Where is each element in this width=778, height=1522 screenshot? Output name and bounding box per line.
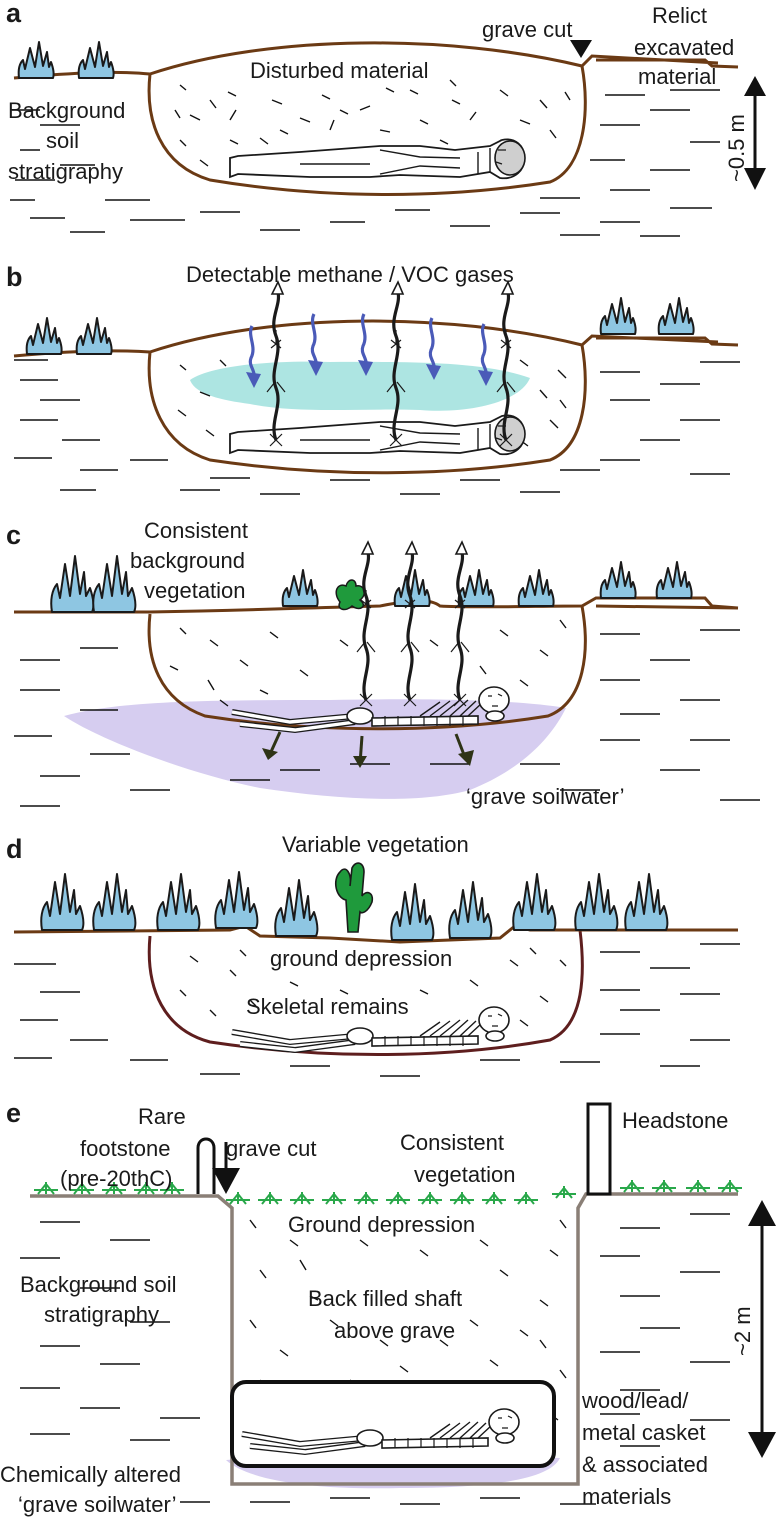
panel-a-background-line2: soil: [46, 128, 79, 153]
vegetation-tuft: [274, 879, 319, 937]
panel-a-background-strata: [10, 89, 720, 237]
panel-e-grass: [34, 1180, 742, 1205]
vegetation-tuft: [50, 555, 95, 613]
vegetation-tuft: [92, 873, 137, 931]
panel-c-label: c: [6, 520, 21, 550]
panel-a-disturbed-label: Disturbed material: [250, 58, 429, 83]
panel-b-grave-outline: [147, 344, 587, 475]
panel-a-relict-line1: Relict: [652, 3, 707, 28]
panel-c-leach-arrows: [262, 731, 474, 768]
panel-c-veg-line1: Consistent: [144, 518, 248, 543]
panel-a-background-line1: Background: [8, 98, 125, 123]
panel-a-grave-cut-label: grave cut: [482, 17, 573, 42]
vegetation-tuft: [624, 873, 669, 931]
vegetation-tuft: [512, 873, 557, 931]
panel-e-label: e: [6, 1098, 21, 1128]
panel-a-label: a: [6, 0, 22, 28]
panel-c-disturbed-dashes: [169, 619, 567, 707]
panel-c-gas-arrows: [355, 540, 471, 708]
panel-d-depression-label: ground depression: [270, 946, 452, 971]
panel-e-background-line2: stratigraphy: [44, 1302, 159, 1327]
panel-e-chem-line1: Chemically altered: [0, 1462, 181, 1487]
vegetation-tuft: [156, 873, 201, 931]
panel-d-plant: [334, 862, 374, 933]
panel-e-casket-line3: & associated: [582, 1452, 708, 1477]
panel-a-grave-cut-marker: [570, 40, 592, 58]
panel-b-vegetation: [25, 297, 695, 355]
panel-b-gases-label: Detectable methane / VOC gases: [186, 262, 514, 287]
vegetation-tuft: [657, 297, 695, 335]
vegetation-tuft: [599, 561, 637, 599]
panel-d: d Variable vegetation ground depression …: [6, 832, 740, 1077]
panel-e-consistent-line1: Consistent: [400, 1130, 504, 1155]
panel-e-background-strata: [20, 1213, 730, 1505]
gas-arrow: [355, 540, 377, 708]
panel-e-rare-line2: footstone: [80, 1136, 171, 1161]
panel-e: e ~2 m Ra: [0, 1098, 776, 1517]
panel-d-disturbed-dashes: [179, 947, 567, 1027]
panel-a-background-line3: stratigraphy: [8, 159, 123, 184]
panel-c-veg-line2: background: [130, 548, 245, 573]
panel-a-relict-line2: excavated: [634, 35, 734, 60]
panel-a-depth-arrow: [744, 76, 766, 190]
panel-e-grave-cut-label: grave cut: [226, 1136, 317, 1161]
leach-arrow: [268, 731, 282, 755]
panel-c: c: [6, 518, 760, 809]
vegetation-tuft: [17, 41, 55, 79]
panel-d-background-strata: [14, 943, 740, 1077]
panel-a-grave-outline: [147, 65, 587, 196]
panel-e-depth-label: ~2 m: [730, 1306, 755, 1356]
gas-arrow: [449, 540, 471, 708]
panel-c-grave-outline: [147, 605, 587, 731]
vegetation-tuft: [40, 873, 85, 931]
panel-e-ground-depression-label: Ground depression: [288, 1212, 475, 1237]
panel-c-soilwater-label: ‘grave soilwater’: [466, 784, 625, 809]
panel-b-gas-plume: [190, 361, 530, 411]
panel-e-rare-line1: Rare: [138, 1104, 186, 1129]
panel-a-depth-label: ~0.5 m: [724, 114, 749, 182]
panel-a: a grave cut Relict excavated material Di…: [6, 0, 766, 237]
panel-e-chem-line2: ‘grave soilwater’: [18, 1492, 177, 1517]
vegetation-tuft: [92, 555, 137, 613]
vegetation-tuft: [75, 317, 113, 355]
panel-e-headstone-label: Headstone: [622, 1108, 728, 1133]
panel-b: b Detectable me: [6, 262, 740, 495]
panel-e-casket-line4: materials: [582, 1484, 671, 1509]
panel-c-veg-line3: vegetation: [144, 578, 246, 603]
panel-e-grave-cut-arrow: [212, 1142, 240, 1194]
panel-c-background-strata: [14, 629, 760, 807]
panel-b-label: b: [6, 262, 23, 292]
panel-d-variable-label: Variable vegetation: [282, 832, 469, 857]
vegetation-tuft: [77, 41, 115, 79]
panel-d-label: d: [6, 834, 23, 864]
panel-e-casket-line1: wood/lead/: [581, 1388, 689, 1413]
panel-e-shaft-outline: [30, 1192, 738, 1486]
vegetation-tuft: [574, 873, 619, 931]
panel-b-background-strata: [14, 359, 740, 495]
panel-e-depth-arrow: [748, 1200, 776, 1458]
panel-a-relict-line3: material: [638, 64, 716, 89]
gas-arrow: [399, 540, 421, 708]
vegetation-tuft: [599, 297, 637, 335]
panel-e-rare-line3: (pre-20thC): [60, 1166, 172, 1191]
vegetation-tuft: [655, 561, 693, 599]
panel-a-body: [229, 138, 526, 180]
vegetation-tuft: [214, 871, 259, 929]
panel-c-plant: [335, 579, 366, 611]
vegetation-tuft: [517, 569, 555, 607]
panel-e-footstone: [196, 1137, 216, 1194]
panel-e-backfill-line1: Back filled shaft: [308, 1286, 462, 1311]
panel-d-grave-outline: [147, 929, 584, 1057]
panel-e-casket-line2: metal casket: [582, 1420, 706, 1445]
panel-e-headstone: [586, 1102, 612, 1196]
vegetation-tuft: [448, 881, 493, 939]
vegetation-tuft: [25, 317, 63, 355]
vegetation-tuft: [390, 883, 435, 941]
vegetation-tuft: [281, 569, 319, 607]
panel-e-background-line1: Background soil: [20, 1272, 177, 1297]
panel-e-consistent-line2: vegetation: [414, 1162, 516, 1187]
panel-d-skeletal-label: Skeletal remains: [246, 994, 409, 1019]
panel-e-backfill-line2: above grave: [334, 1318, 455, 1343]
